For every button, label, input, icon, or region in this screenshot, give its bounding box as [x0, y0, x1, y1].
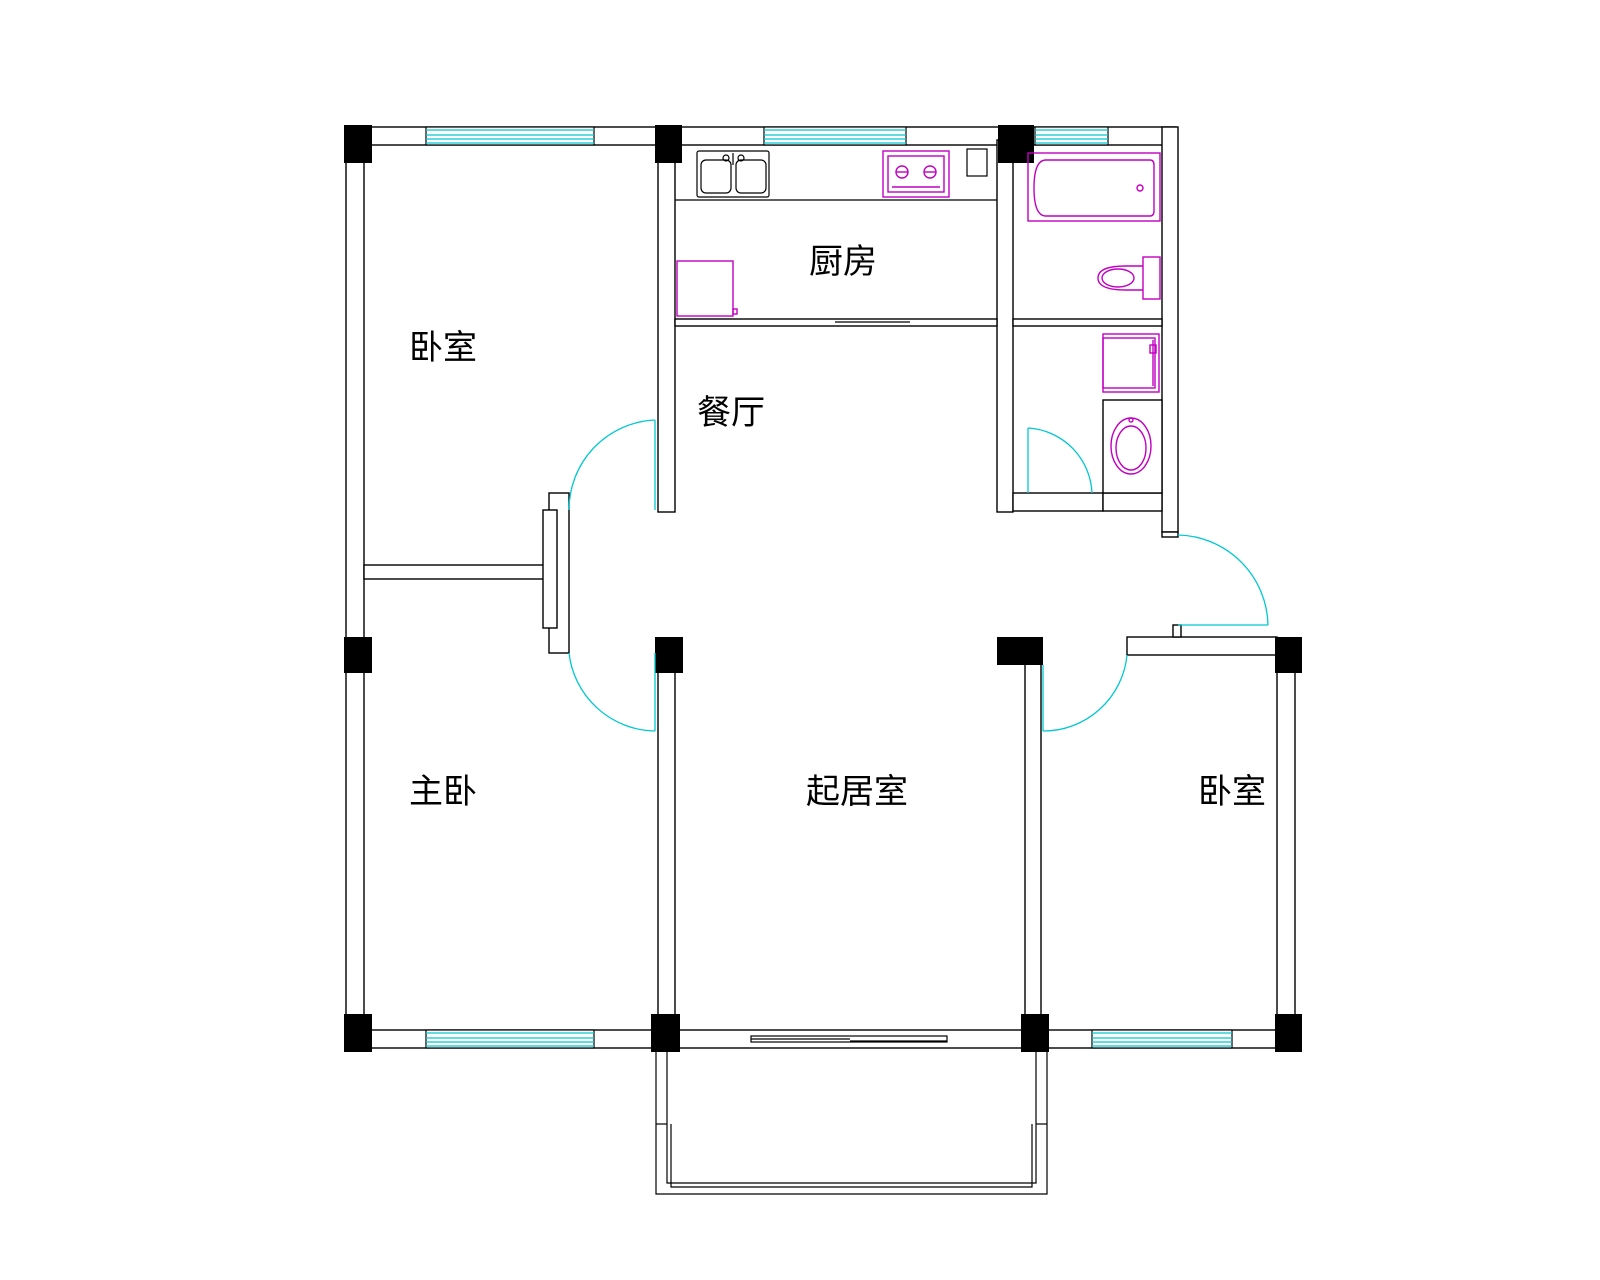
- wall-bedroom-east-east: [1276, 654, 1296, 1021]
- fridge-icon: [676, 260, 738, 317]
- windows: [425, 126, 1233, 1049]
- room-labels: 卧室 厨房 餐厅 主卧 起居室 卧室: [409, 242, 1266, 812]
- column: [344, 125, 372, 163]
- door-master-bedroom: [568, 652, 656, 732]
- column: [655, 637, 683, 673]
- double-sink-icon: [696, 150, 770, 198]
- window-south-bedroom: [1091, 1029, 1233, 1049]
- kitchen-cabinet: [966, 148, 988, 177]
- column: [997, 637, 1043, 665]
- column: [344, 1014, 372, 1052]
- window-north-kitchen: [763, 126, 907, 146]
- wall-bath-partition: [1012, 318, 1163, 327]
- window-north-bedroom: [425, 126, 595, 146]
- window-north-bath: [1034, 126, 1109, 146]
- column: [1275, 1014, 1302, 1052]
- wall-bath-south: [1012, 492, 1104, 512]
- wall-bedroom-east-north-2: [1172, 624, 1182, 638]
- balcony: [655, 1052, 1048, 1195]
- room-label-kitchen: 厨房: [809, 242, 877, 282]
- toilet-icon: [1097, 256, 1161, 300]
- wall-bedroom-kitchen: [657, 139, 676, 513]
- room-label-master-bedroom: 主卧: [409, 772, 477, 812]
- wall-living-bedroom: [1024, 659, 1042, 1021]
- window-south-master: [425, 1029, 595, 1049]
- wall-kitchen-bath: [996, 139, 1014, 513]
- door-bathroom: [1027, 427, 1093, 494]
- column: [651, 1014, 680, 1052]
- room-label-living-room: 起居室: [806, 772, 908, 812]
- room-label-bedroom-east: 卧室: [1198, 772, 1266, 812]
- wall-bath-stub: [1102, 399, 1163, 494]
- column: [1021, 1014, 1049, 1052]
- room-label-bedroom-north: 卧室: [409, 328, 477, 368]
- doors: [568, 419, 1269, 732]
- wall-bedroom-east-north: [1126, 636, 1278, 656]
- wall-corridor-jamb-2: [542, 509, 558, 629]
- column: [655, 125, 682, 163]
- wall-master-living: [657, 659, 676, 1021]
- wash-basin-icon: [1110, 417, 1152, 475]
- door-bedroom-east: [1042, 654, 1128, 732]
- walls: [345, 126, 1297, 1049]
- column: [1275, 637, 1302, 673]
- wall-entry-step: [1161, 531, 1179, 538]
- columns: [344, 125, 1302, 1052]
- column: [344, 637, 372, 673]
- gas-stove-icon: [882, 150, 950, 198]
- wall-bath-south-2: [1102, 492, 1163, 512]
- door-bedroom-north: [568, 419, 656, 511]
- room-label-dining: 餐厅: [697, 393, 765, 433]
- wall-bedroom-master: [363, 564, 550, 580]
- fixtures: [676, 148, 1161, 475]
- wall-west: [345, 139, 365, 1021]
- wall-bath-east: [1161, 126, 1179, 533]
- washing-machine-icon: [1102, 333, 1160, 393]
- balcony-sliding-door: [750, 1035, 948, 1043]
- bathtub-icon: [1027, 152, 1161, 222]
- door-entrance: [1177, 534, 1269, 626]
